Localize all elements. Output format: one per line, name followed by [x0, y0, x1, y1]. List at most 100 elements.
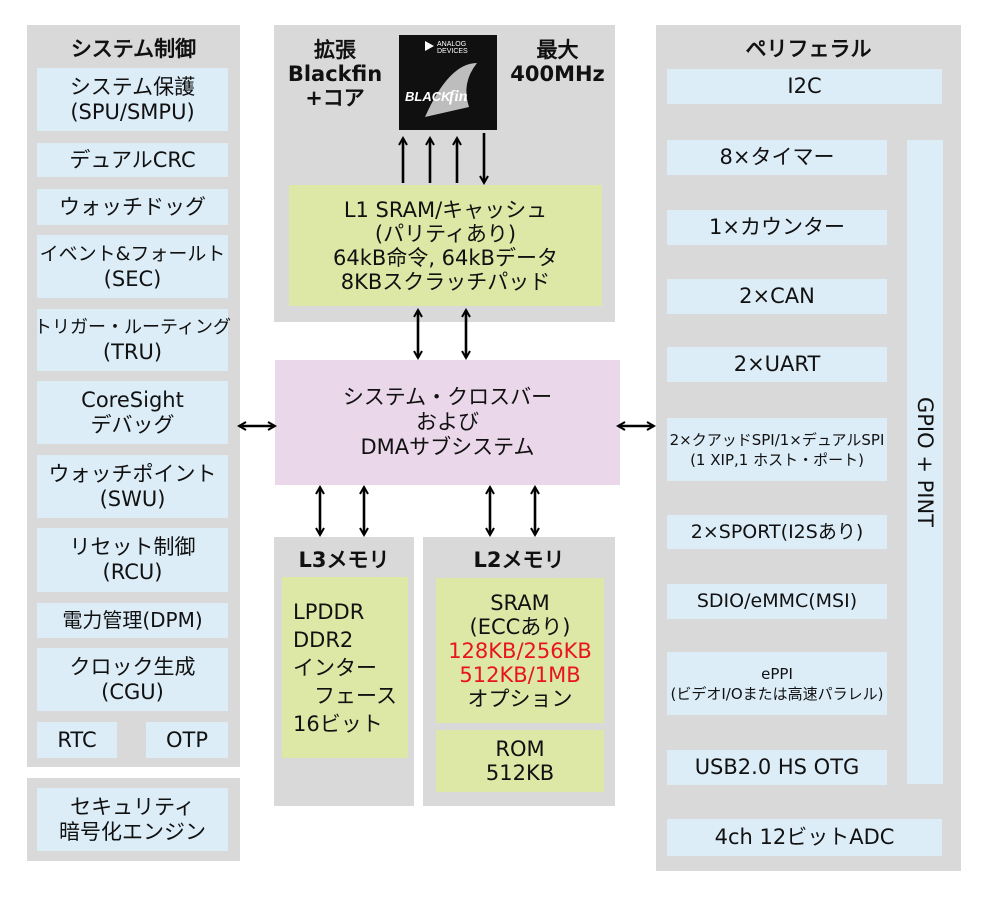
spi-block: 2×クアッドSPI/1×デュアルSPI (1 XIP,1 ホスト・ポート)	[667, 418, 887, 481]
rom-block: ROM 512KB	[436, 730, 604, 792]
block-line: セキュリティ	[70, 794, 195, 819]
block-line: USB2.0 HS OTG	[694, 755, 860, 779]
block-line: オプション	[467, 686, 573, 711]
block-line: 暗号化エンジン	[59, 819, 206, 844]
dual-crc-block: デュアルCRC	[37, 143, 228, 177]
block-line: SDIO/eMMC(MSI)	[696, 590, 858, 612]
block-line: 2×UART	[733, 352, 821, 376]
sec-block: イベント&フォールト (SEC)	[37, 235, 228, 298]
block-line: L1 SRAM/キャッシュ	[343, 197, 548, 222]
block-line: (SEC)	[103, 266, 162, 291]
i2c-block: I2C	[667, 69, 942, 104]
l2-memory-title: L2メモリ	[473, 548, 565, 572]
dpm-block: 電力管理(DPM)	[37, 603, 228, 638]
block-line: 1×カウンター	[709, 215, 845, 239]
eppi-block: ePPI (ビデオI/Oまたは高速パラレル)	[667, 652, 887, 715]
block-line: (ビデオI/Oまたは高速パラレル)	[670, 684, 884, 703]
security-engine-block: セキュリティ 暗号化エンジン	[37, 788, 228, 851]
l3-memory-title: L3メモリ	[298, 548, 390, 572]
coresight-block: CoreSight デバッグ	[37, 381, 228, 444]
block-line: LPDDR	[293, 599, 365, 624]
swu-block: ウォッチポイント (SWU)	[37, 455, 228, 518]
block-line: ウォッチドッグ	[59, 194, 206, 219]
block-line: ePPI	[761, 664, 793, 683]
block-line: (CGU)	[101, 679, 164, 704]
block-line: システム・クロスバー	[342, 385, 553, 409]
sport-block: 2×SPORT(I2Sあり)	[667, 515, 887, 549]
block-line: (パリティあり)	[374, 221, 517, 246]
gpio-pint-label: GPIO + PINT	[913, 397, 937, 527]
counter-block: 1×カウンター	[667, 210, 887, 245]
tru-block: トリガー・ルーティング (TRU)	[34, 309, 231, 371]
block-line: 2×SPORT(I2Sあり)	[690, 520, 864, 543]
block-line: CoreSight	[81, 387, 184, 412]
block-line: (RCU)	[102, 560, 163, 584]
block-line: 電力管理(DPM)	[62, 608, 203, 632]
timer-block: 8×タイマー	[667, 140, 887, 175]
l2-sram-block: SRAM (ECCあり) 128KB/256KB 512KB/1MB オプション	[436, 578, 604, 723]
header-line: Blackfin	[287, 62, 383, 86]
block-line-highlight: 128KB/256KB	[448, 638, 592, 663]
block-line: フェース	[293, 683, 397, 708]
header-line: 400MHz	[510, 62, 605, 86]
block-line: (1 XIP,1 ホスト・ポート)	[690, 450, 864, 469]
rtc-label: RTC	[57, 727, 97, 752]
block-line: 8×タイマー	[719, 145, 835, 169]
block-line: 8KBスクラッチパッド	[340, 269, 551, 294]
rcu-block: リセット制御 (RCU)	[37, 528, 228, 592]
svg-text:fin: fin	[449, 88, 468, 105]
block-line: トリガー・ルーティング	[34, 317, 231, 338]
otp-block: OTP	[146, 722, 228, 758]
block-line: DMAサブシステム	[360, 435, 535, 459]
block-line: (TRU)	[102, 340, 163, 364]
adc-label: 4ch 12ビットADC	[714, 825, 895, 849]
otp-label: OTP	[165, 727, 209, 752]
block-line: 16ビット	[293, 711, 383, 736]
logo-mark-text: BLACK	[405, 89, 452, 104]
peripherals-title: ペリフェラル	[745, 37, 872, 61]
adc-block: 4ch 12ビットADC	[667, 819, 942, 856]
block-line: SRAM	[490, 590, 550, 615]
system-crossbar-block: システム・クロスバー および DMAサブシステム	[275, 360, 620, 485]
block-line: デバッグ	[90, 412, 175, 437]
header-line: +コア	[305, 86, 365, 110]
block-line: クロック生成	[69, 654, 196, 679]
rtc-block: RTC	[37, 722, 117, 758]
block-line: ROM	[495, 737, 545, 761]
block-line-highlight: 512KB/1MB	[459, 662, 581, 687]
block-line: リセット制御	[69, 535, 196, 559]
system-control-title: システム制御	[70, 37, 197, 61]
block-line: (SWU)	[99, 486, 166, 511]
block-line: DDR2	[293, 627, 354, 652]
block-line: デュアルCRC	[69, 147, 196, 172]
watchdog-block: ウォッチドッグ	[37, 189, 228, 225]
blackfin-logo: ANALOG DEVICES BLACK fin	[399, 35, 497, 130]
header-line: 拡張	[314, 38, 356, 62]
svg-text:DEVICES: DEVICES	[437, 48, 468, 55]
block-line: イベント&フォールト	[39, 242, 226, 265]
header-line: 最大	[536, 38, 579, 62]
core-left-header: 拡張 Blackfin +コア	[276, 38, 394, 110]
block-line: (SPU/SMPU)	[70, 99, 195, 124]
blackfin-logo-graphic: ANALOG DEVICES BLACK fin	[399, 35, 497, 130]
can-block: 2×CAN	[667, 279, 887, 314]
l1-sram-block: L1 SRAM/キャッシュ (パリティあり) 64kB命令, 64kBデータ 8…	[289, 185, 602, 306]
sdio-emmc-block: SDIO/eMMC(MSI)	[667, 584, 887, 619]
spu-smpu-block: システム保護 (SPU/SMPU)	[37, 68, 228, 131]
block-line: ウォッチポイント	[48, 461, 217, 486]
uart-block: 2×UART	[667, 347, 887, 382]
l3-interface-block: LPDDR DDR2 インター フェース 16ビット	[282, 577, 408, 758]
block-line: 64kB命令, 64kBデータ	[333, 245, 558, 270]
usb-otg-block: USB2.0 HS OTG	[667, 750, 887, 785]
block-line: インター	[293, 655, 377, 680]
block-line: および	[416, 410, 479, 434]
i2c-label: I2C	[787, 74, 822, 98]
block-line: (ECCあり)	[469, 614, 571, 639]
block-line: 2×クアッドSPI/1×デュアルSPI	[669, 430, 885, 449]
block-line: システム保護	[69, 74, 196, 99]
cgu-block: クロック生成 (CGU)	[37, 648, 228, 711]
block-line: 2×CAN	[739, 284, 815, 308]
logo-top-text: ANALOG	[437, 41, 466, 48]
gpio-pint-block: GPIO + PINT	[907, 140, 943, 784]
